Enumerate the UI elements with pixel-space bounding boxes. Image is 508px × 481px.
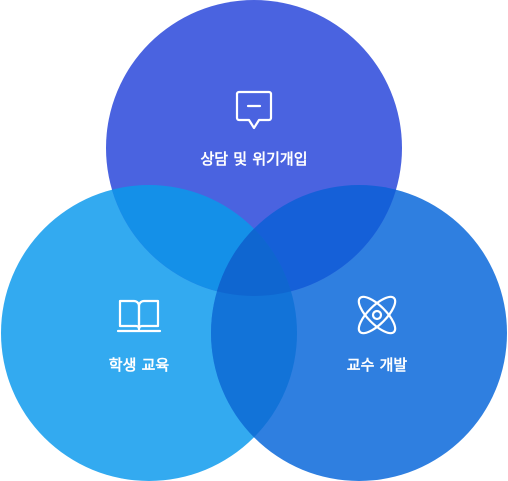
overlap-counseling-student	[106, 185, 297, 296]
atom-icon	[357, 295, 397, 335]
overlap-counseling-faculty	[211, 185, 402, 296]
label-counseling: 상담 및 위기개입	[200, 150, 307, 168]
label-faculty-development: 교수 개발	[347, 356, 408, 374]
open-book-icon	[116, 299, 162, 333]
label-student-education: 학생 교육	[109, 356, 170, 374]
speech-bubble-icon	[235, 90, 273, 130]
